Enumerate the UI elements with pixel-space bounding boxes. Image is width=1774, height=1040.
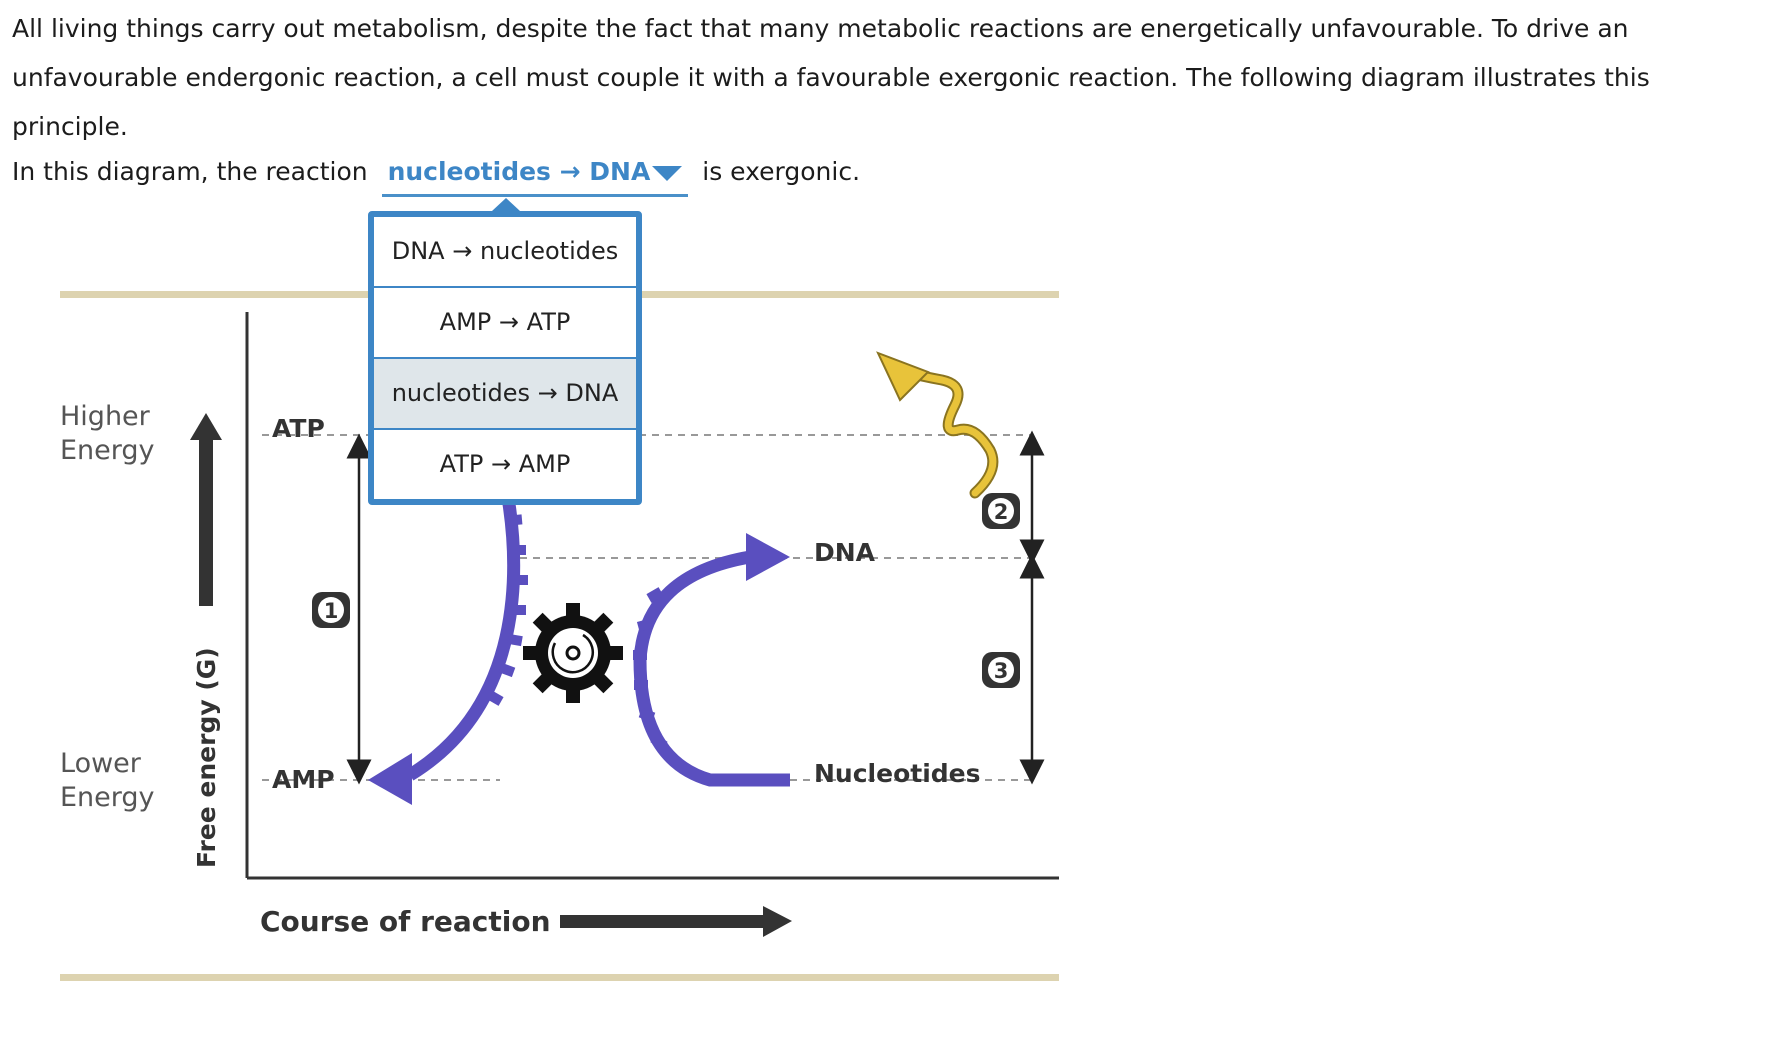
question-prefix: In this diagram, the reaction — [12, 157, 376, 186]
reaction-dropdown[interactable]: nucleotides → DNA — [381, 150, 689, 197]
chevron-down-icon[interactable] — [652, 166, 683, 181]
dropdown-option-atp-to-amp[interactable]: ATP → AMP — [374, 428, 636, 499]
energy-release-wave — [876, 351, 999, 499]
svg-text:2: 2 — [994, 500, 1009, 524]
marker-1-badge: 1 — [312, 592, 350, 628]
lower-energy-label-2: Energy — [60, 782, 155, 813]
dna-label: DNA — [814, 538, 876, 567]
lower-energy-label: Lower — [60, 748, 142, 779]
dropdown-menu: DNA → nucleotides AMP → ATP nucleotides … — [368, 198, 642, 505]
bottom-band — [60, 974, 1059, 981]
atp-label: ATP — [272, 414, 325, 443]
marker-3-badge: 3 — [982, 652, 1020, 688]
higher-energy-label-2: Energy — [60, 435, 155, 466]
nucleotides-to-dna-arrow — [633, 533, 790, 787]
question-suffix: is exergonic. — [694, 157, 861, 186]
svg-text:1: 1 — [324, 599, 339, 623]
question-sentence: In this diagram, the reaction nucleotide… — [12, 150, 860, 197]
dropdown-option-dna-to-nucleotides[interactable]: DNA → nucleotides — [391, 237, 619, 265]
higher-energy-label: Higher — [60, 401, 151, 432]
gear-icon — [523, 603, 623, 703]
dropdown-selected-value: nucleotides → DNA — [387, 157, 651, 186]
y-axis-label: Free energy (G) — [192, 647, 221, 868]
x-axis-label: Course of reaction — [260, 905, 551, 938]
marker-2-badge: 2 — [982, 493, 1020, 529]
amp-label: AMP — [272, 765, 335, 794]
free-energy-arrow — [190, 413, 222, 606]
nucleotides-label: Nucleotides — [814, 759, 981, 788]
course-of-reaction-arrow — [560, 906, 792, 937]
svg-text:3: 3 — [994, 659, 1009, 683]
dropdown-option-amp-to-atp[interactable]: AMP → ATP — [374, 286, 636, 357]
dropdown-option-nucleotides-to-dna[interactable]: nucleotides → DNA — [374, 357, 636, 428]
intro-paragraph: All living things carry out metabolism, … — [12, 14, 1650, 141]
